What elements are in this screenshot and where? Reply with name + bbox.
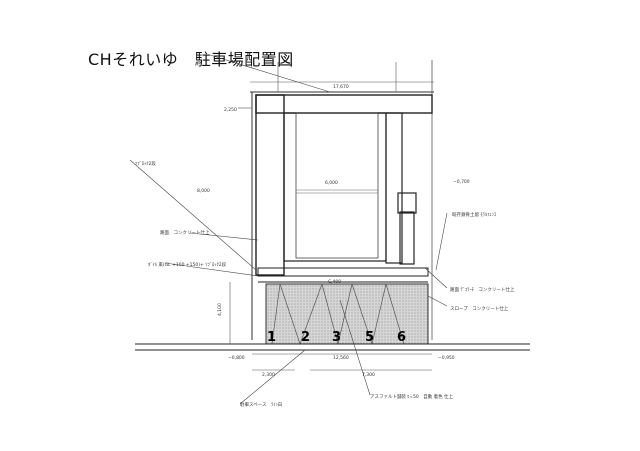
parking-space-5: 5: [365, 330, 375, 345]
svg-text:ﾎﾞｲﾙ 束(GL +100 +150)+ ｿﾌﾞﾛｯｸ2段: ﾎﾞｲﾙ 束(GL +100 +150)+ ｿﾌﾞﾛｯｸ2段: [148, 261, 227, 268]
svg-text:6,000: 6,000: [325, 180, 338, 186]
svg-text:2,300: 2,300: [262, 372, 275, 378]
building-core: [283, 112, 387, 262]
parking-space-2: 2: [301, 330, 311, 345]
building-right-wall: [385, 112, 403, 264]
page-title: CHそれいゆ 駐車場配置図: [88, 50, 294, 69]
svg-text:8,000: 8,000: [197, 188, 210, 194]
svg-text:既存鉄骨土留 ﾓﾗﾙﾌｪﾝｽ: 既存鉄骨土留 ﾓﾗﾙﾌｪﾝｽ: [452, 211, 497, 218]
svg-text:C,400: C,400: [328, 279, 341, 285]
svg-text:−0,700: −0,700: [453, 179, 470, 185]
building-left-wall: [255, 94, 285, 276]
svg-text:アスファルト舗装 t=50 自動 着色 仕上: アスファルト舗装 t=50 自動 着色 仕上: [370, 393, 454, 400]
svg-text:−0,950: −0,950: [438, 355, 455, 361]
svg-text:12,560: 12,560: [333, 355, 349, 361]
parking-space-3: 3: [332, 330, 342, 345]
svg-text:路面 コンクリート仕上: 路面 コンクリート仕上: [160, 229, 210, 236]
svg-text:4,100: 4,100: [217, 303, 223, 316]
svg-text:ｿﾌﾞﾛｯｸ2段: ｿﾌﾞﾛｯｸ2段: [135, 160, 156, 167]
svg-text:駐車スペース ﾗｲﾝ白: 駐車スペース ﾗｲﾝ白: [240, 401, 282, 408]
svg-text:17,670: 17,670: [333, 84, 349, 90]
svg-text:−0,800: −0,800: [228, 355, 245, 361]
building-top-wall: [255, 94, 433, 114]
svg-text:2,250: 2,250: [224, 107, 237, 113]
svg-text:7,300: 7,300: [362, 372, 375, 378]
svg-text:スロープ コンクリート仕上: スロープ コンクリート仕上: [450, 305, 509, 312]
parking-space-6: 6: [397, 330, 407, 345]
parking-space-1: 1: [267, 330, 277, 345]
svg-text:路面 ﾃﾞｺﾗｰﾁ コンクリート仕上: 路面 ﾃﾞｺﾗｰﾁ コンクリート仕上: [450, 286, 515, 293]
